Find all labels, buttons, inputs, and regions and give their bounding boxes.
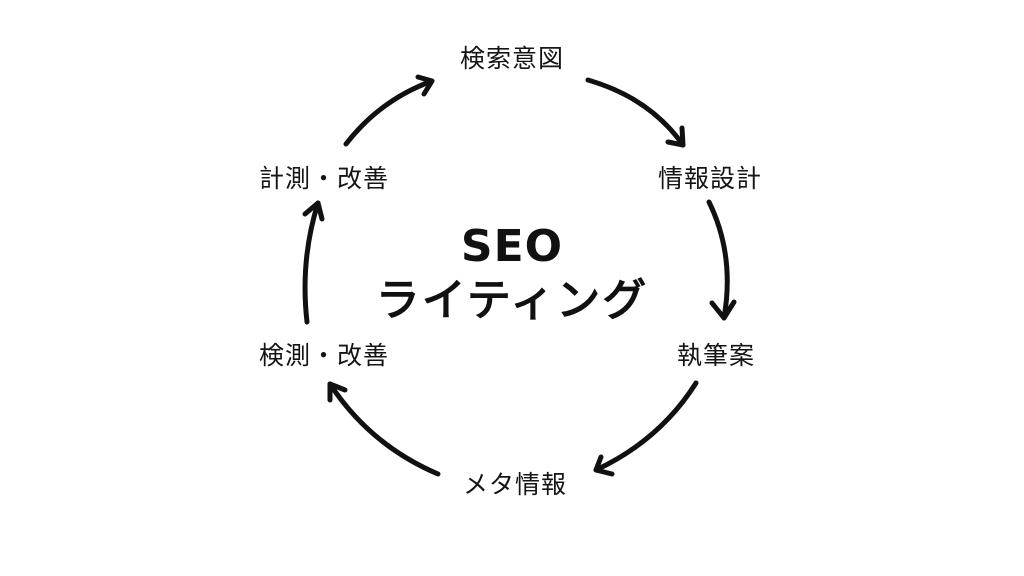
node-draft: 執筆案 bbox=[676, 341, 756, 370]
arrow-n3-to-n4 bbox=[593, 380, 699, 477]
center-title-line1: SEO bbox=[460, 221, 564, 272]
arrow-n6-to-n1 bbox=[343, 74, 435, 147]
node-information-design: 情報設計 bbox=[657, 164, 763, 193]
arrow-n1-to-n2 bbox=[585, 77, 686, 148]
node-inspect-improve: 検測・改善 bbox=[258, 341, 390, 370]
node-search-intent: 検索意図 bbox=[459, 44, 565, 73]
center-title-line2: ライティング bbox=[375, 275, 649, 326]
arrow-n5-to-n6 bbox=[302, 200, 325, 325]
arrow-n2-to-n3 bbox=[706, 199, 737, 321]
arrow-n4-to-n5 bbox=[327, 381, 441, 477]
node-meta-info: メタ情報 bbox=[462, 470, 568, 499]
node-measure-improve: 計測・改善 bbox=[258, 164, 390, 193]
center-title: SEO ライティング bbox=[376, 221, 648, 329]
